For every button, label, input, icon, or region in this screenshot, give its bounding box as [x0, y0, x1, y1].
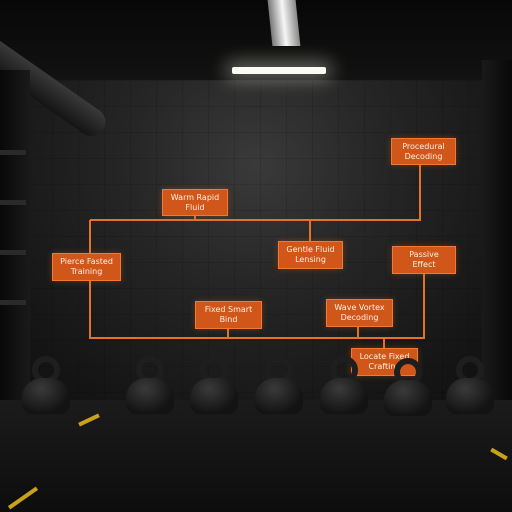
flow-node: Pierce Fasted Training — [52, 253, 121, 281]
kettlebell-body — [320, 378, 368, 414]
rack-shelf — [0, 150, 26, 155]
flow-node: Wave Vortex Decoding — [326, 299, 393, 327]
node-label: Pierce Fasted — [60, 257, 113, 266]
node-label: Decoding — [404, 152, 443, 161]
node-label: Wave Vortex — [334, 303, 385, 312]
kettlebell — [22, 356, 70, 416]
kettlebell — [255, 356, 303, 416]
flow-node: Gentle Fluid Lensing — [278, 241, 343, 269]
flow-node: Fixed Smart Bind — [195, 301, 262, 329]
kettlebell — [190, 356, 238, 416]
node-label: Bind — [219, 315, 238, 324]
flow-node: Passive Effect — [392, 246, 456, 274]
rack-shelf — [0, 300, 26, 305]
kettlebell-body — [384, 380, 432, 416]
kettlebell-body — [126, 378, 174, 414]
kettlebell-body — [22, 378, 70, 414]
ceiling — [0, 0, 512, 80]
kettlebell — [320, 356, 368, 416]
node-label: Fluid — [185, 203, 205, 212]
node-label: Decoding — [340, 313, 379, 322]
node-label: Training — [70, 267, 103, 276]
node-label: Effect — [412, 260, 436, 269]
node-label: Lensing — [295, 255, 326, 264]
node-label: Locate Fixed — [359, 352, 410, 361]
rack-shelf — [0, 250, 26, 255]
ceiling-light-bar — [232, 67, 326, 74]
flow-node: Procedural Decoding — [391, 138, 456, 165]
node-label: Passive — [409, 250, 439, 259]
node-label: Warm Rapid — [170, 193, 220, 202]
kettlebell-body — [255, 378, 303, 414]
kettlebell-body — [190, 378, 238, 414]
right-wall — [482, 60, 512, 440]
kettlebell-body — [446, 378, 494, 414]
node-label: Crafting — [368, 362, 401, 371]
node-label: Procedural — [402, 142, 445, 151]
kettlebell — [446, 356, 494, 416]
rack-shelf — [0, 200, 26, 205]
node-label: Fixed Smart — [204, 305, 253, 314]
kettlebell — [126, 356, 174, 416]
kettlebell — [384, 358, 432, 418]
connector-line — [90, 165, 421, 221]
node-label: Gentle Fluid — [286, 245, 335, 254]
flow-node: Warm Rapid Fluid — [162, 189, 228, 216]
